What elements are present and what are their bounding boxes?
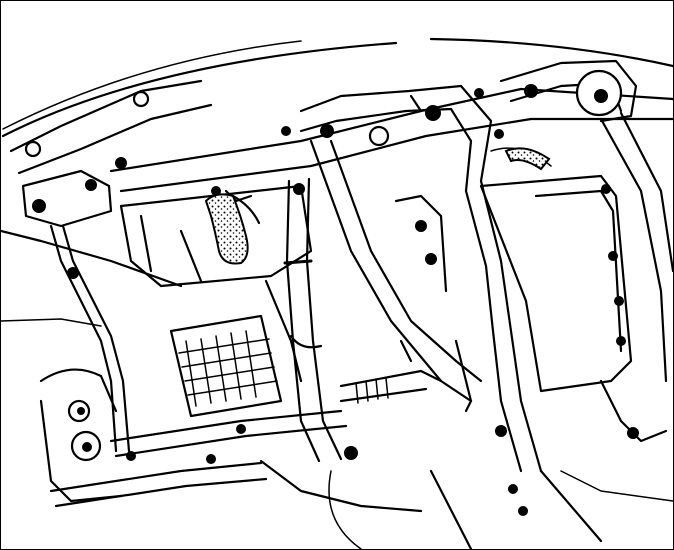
right-mount-bracket bbox=[499, 59, 673, 443]
linkage-rod bbox=[339, 339, 443, 404]
floor-lines bbox=[259, 459, 673, 549]
air-duct-grille bbox=[169, 314, 283, 418]
pedal-assembly bbox=[39, 368, 348, 508]
heater-hose bbox=[204, 193, 261, 265]
coolant-pipe bbox=[283, 177, 358, 463]
windshield-edge bbox=[1, 37, 673, 138]
dashboard-cross-member bbox=[9, 79, 673, 193]
control-module bbox=[479, 147, 633, 393]
left-support-bracket bbox=[1, 169, 183, 453]
steering-column-bracket bbox=[299, 84, 543, 516]
